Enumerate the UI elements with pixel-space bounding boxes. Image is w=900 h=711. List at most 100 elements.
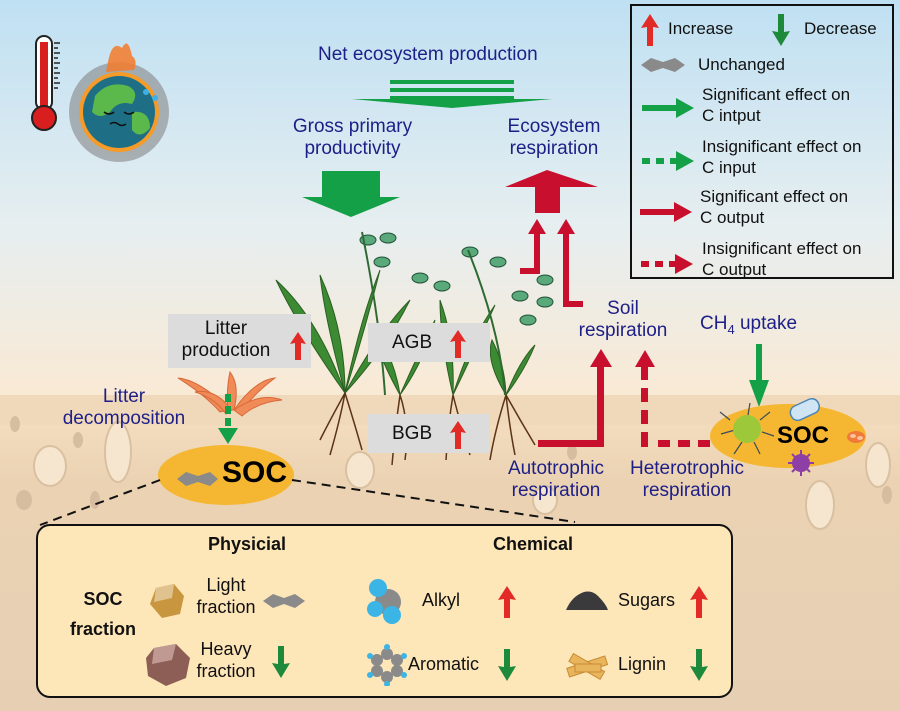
alkyl-molecule-icon [367, 579, 401, 624]
microbe-orange-icon [847, 431, 865, 443]
er-label-line2: respiration [509, 138, 599, 159]
unchanged-arrow-icon [641, 58, 685, 72]
sugars-pile-icon [566, 591, 608, 610]
increase-arrow-icon [641, 14, 659, 46]
legend-decrease: Decrease [804, 19, 877, 38]
light-fraction-icon [150, 584, 184, 618]
light-fraction-line1: Light [206, 575, 246, 595]
heavy-fraction-label: Heavy fraction [188, 638, 264, 682]
heterotrophic-line1: Heterotrophic [629, 458, 745, 479]
legend-insig-output: Insignificant effect on C output [702, 238, 861, 280]
decrease-arrow-icon [690, 649, 708, 681]
legend-sig-output-line2: C output [700, 208, 765, 227]
legend-increase: Increase [668, 19, 734, 38]
increase-arrow-icon [450, 421, 466, 449]
er-arrow [505, 170, 598, 213]
gpp-label-line2: productivity [304, 138, 401, 159]
autotrophic-line2: respiration [511, 480, 601, 501]
solid-green-arrow-icon [642, 98, 694, 118]
microbe-green-icon [719, 402, 775, 455]
litter-production-line2: production [181, 340, 271, 361]
legend: Increase Decrease Unchanged Significant … [630, 4, 894, 279]
thermometer-icon [31, 35, 60, 131]
gpp-label-line1: Gross primary [292, 116, 413, 137]
legend-sig-output: Significant effect on C output [700, 186, 848, 228]
burning-earth-icon [69, 43, 169, 162]
soc-fraction-panel: SOC fraction Physicial Chemical Light fr… [36, 524, 733, 698]
chemical-header: Chemical [493, 534, 574, 554]
legend-insig-input-line1: Insignificant effect on [702, 137, 862, 156]
increase-arrow-icon [290, 332, 306, 360]
increase-arrow-icon [690, 586, 708, 618]
heterotrophic-line2: respiration [642, 480, 732, 501]
unchanged-arrow-icon [263, 594, 305, 608]
soc-left-label: SOC [222, 456, 288, 489]
nep-label: Net ecosystem production [318, 44, 538, 65]
litter-production-box: Litter production [168, 314, 311, 368]
lignin-wood-icon [566, 652, 609, 681]
legend-insig-input: Insignificant effect on C input [702, 136, 861, 178]
bgb-text: BGB [392, 423, 433, 444]
er-input-arrows [520, 219, 583, 307]
er-label: Ecosystem respiration [494, 116, 614, 160]
ch4-uptake-label: CH4 uptake [700, 313, 797, 341]
legend-sig-input-line1: Significant effect on [702, 85, 851, 104]
gpp-arrow [302, 171, 400, 217]
ch4-label-main: CH [700, 313, 728, 334]
legend-unchanged: Unchanged [698, 55, 785, 74]
soil-pebbles [33, 421, 891, 530]
autotrophic-respiration-label: Autotrophic respiration [496, 458, 616, 502]
dashed-green-arrow-icon [642, 151, 694, 171]
legend-sig-input: Significant effect on C intput [702, 84, 850, 126]
decrease-arrow-icon [498, 649, 516, 681]
zoom-connector-lines [39, 479, 576, 526]
physical-header: Physicial [208, 534, 287, 554]
panel-row-title-line1: SOC [83, 589, 123, 609]
ch4-label-rest: uptake [734, 313, 798, 334]
legend-sig-output-line1: Significant effect on [700, 187, 849, 206]
heterotrophic-flux-arrow [635, 350, 710, 447]
aromatic-molecule-icon [367, 644, 407, 686]
agb-text: AGB [392, 332, 433, 353]
litter-decomposition-arrow [218, 394, 238, 444]
autotrophic-line1: Autotrophic [507, 458, 605, 479]
increase-arrow-icon [498, 586, 516, 618]
panel-row-title-line2: fraction [69, 619, 136, 639]
nep-decrease-arrow [352, 80, 552, 108]
heavy-fraction-line1: Heavy [200, 639, 252, 659]
ch4-label-subscript: 4 [727, 321, 735, 337]
increase-arrow-icon [450, 330, 466, 358]
light-fraction-line2: fraction [196, 597, 256, 617]
litter-production-text: Litter production [176, 318, 276, 362]
microbe-bacillus-icon [789, 397, 821, 422]
heavy-fraction-icon [146, 644, 190, 686]
heavy-fraction-line2: fraction [196, 661, 256, 681]
alkyl-label: Alkyl [422, 590, 461, 610]
bgb-box: BGB [368, 414, 490, 453]
litter-decomposition-line2: decomposition [62, 408, 186, 429]
soil-respiration-label: Soil respiration [568, 298, 678, 342]
er-label-line1: Ecosystem [507, 116, 601, 137]
soil-respiration-line1: Soil [607, 298, 639, 319]
gpp-label: Gross primary productivity [270, 116, 435, 160]
legend-insig-output-line1: Insignificant effect on [702, 239, 862, 258]
legend-insig-input-line2: C input [702, 158, 756, 177]
solid-red-arrow-icon [640, 202, 692, 222]
sugars-label: Sugars [618, 590, 676, 610]
dashed-red-arrow-icon [641, 254, 693, 274]
agb-box: AGB [368, 323, 490, 362]
soil-respiration-line2: respiration [578, 320, 668, 341]
light-fraction-label: Light fraction [188, 574, 264, 618]
panel-row-title: SOC fraction [48, 584, 158, 644]
microbe-virus-icon [788, 450, 814, 476]
litter-decomposition-label: Litter decomposition [44, 386, 204, 430]
soc-pool-left [158, 445, 294, 505]
decrease-arrow-icon [772, 14, 790, 46]
decrease-arrow-icon [272, 646, 290, 678]
litter-production-line1: Litter [204, 318, 248, 339]
legend-insig-output-line2: C output [702, 260, 767, 279]
unchanged-arrow-icon [177, 472, 218, 486]
soc-right-label: SOC [777, 422, 830, 449]
legend-sig-input-line2: C intput [702, 106, 761, 125]
